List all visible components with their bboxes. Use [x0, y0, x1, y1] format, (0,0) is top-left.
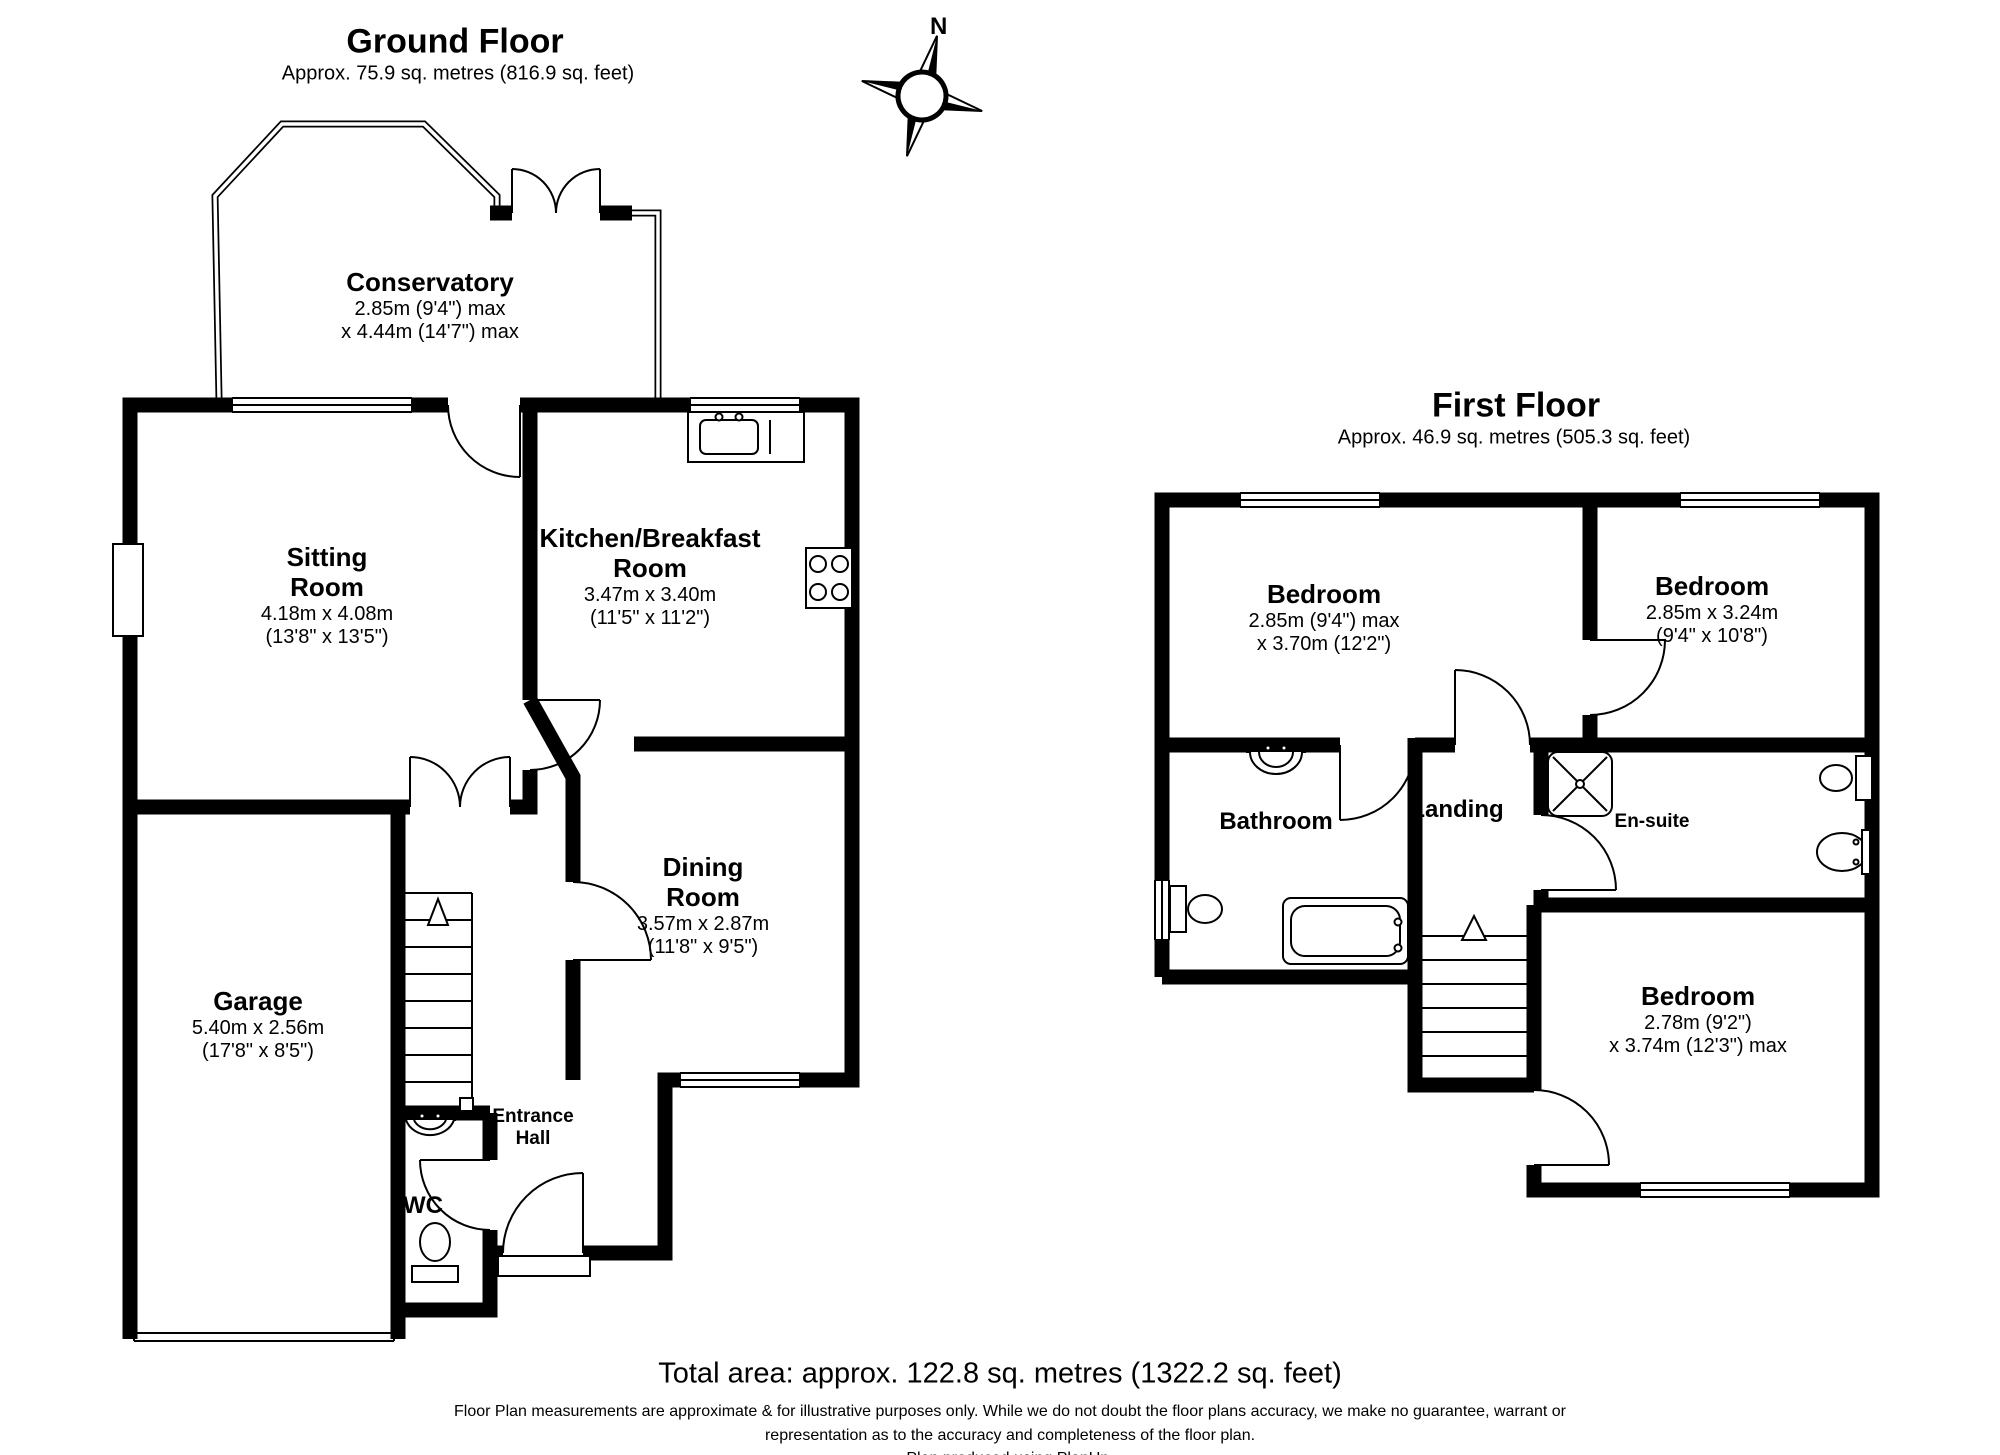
room-label-wc: WC [403, 1192, 443, 1220]
wc-sink-icon [404, 1112, 456, 1137]
room-label-sitting-room: Sitting Room 4.18m x 4.08m (13'8" x 13'5… [260, 542, 394, 648]
compass-rose: N [861, 13, 983, 157]
conservatory-walls [211, 120, 662, 399]
room-label-entrance-hall: Entrance Hall [492, 1106, 574, 1149]
compass-north-label: N [930, 13, 947, 40]
room-label-garage: Garage 5.40m x 2.56m (17'8" x 8'5") [191, 986, 325, 1062]
garage-door [133, 1332, 395, 1342]
first-floor-title: First Floor [1431, 386, 1601, 425]
disclaimer-line-1: Floor Plan measurements are approximate … [454, 1402, 1566, 1420]
ensuite-toilet-icon [1819, 755, 1873, 801]
hob-icon [805, 547, 853, 609]
first-floor-plan [1154, 492, 1880, 1198]
room-label-conservatory: Conservatory 2.85m (9'4") max x 4.44m (1… [341, 267, 519, 343]
stairs-ground-floor [403, 892, 474, 1113]
ground-floor-doors [409, 404, 652, 1254]
total-area-text: Total area: approx. 122.8 sq. metres (13… [658, 1357, 1342, 1390]
stairs-first-floor [1419, 912, 1529, 1083]
room-label-bedroom-left: Bedroom 2.85m (9'4") max x 3.70m (12'2") [1248, 579, 1400, 655]
ground-floor-plan [112, 120, 860, 1342]
first-floor-windows [1154, 492, 1821, 1198]
room-label-kitchen: Kitchen/Breakfast Room 3.47m x 3.40m (11… [539, 523, 761, 629]
disclaimer-line-3: Plan produced using PlanUp. [906, 1450, 1113, 1455]
chimney-breast [112, 543, 144, 637]
ground-floor-walls [122, 397, 860, 1339]
wc-toilet-icon [411, 1222, 459, 1283]
room-label-ensuite: En-suite [1614, 811, 1690, 833]
bath-icon [1282, 897, 1409, 965]
ground-floor-subtitle: Approx. 75.9 sq. metres (816.9 sq. feet) [281, 62, 635, 85]
first-floor-walls [1154, 492, 1880, 1198]
bathroom-toilet-icon [1169, 885, 1223, 933]
room-label-bedroom-right: Bedroom 2.85m x 3.24m (9'4" x 10'8") [1645, 571, 1779, 647]
room-label-landing: Landing [1410, 796, 1504, 824]
first-floor-subtitle: Approx. 46.9 sq. metres (505.3 sq. feet) [1337, 426, 1691, 449]
room-label-bathroom: Bathroom [1219, 808, 1333, 836]
bathroom-sink-icon [1246, 744, 1306, 775]
shower-icon [1547, 751, 1613, 817]
kitchen-sink-icon [687, 411, 805, 463]
disclaimer-line-2: representation as to the accuracy and co… [764, 1426, 1256, 1444]
room-label-dining-room: Dining Room 3.57m x 2.87m (11'8" x 9'5") [636, 852, 770, 958]
front-step [497, 1255, 591, 1277]
room-label-bedroom-bottom: Bedroom 2.78m (9'2") x 3.74m (12'3") max [1609, 981, 1787, 1057]
ensuite-sink-icon [1816, 829, 1871, 875]
ground-floor-title: Ground Floor [346, 22, 564, 61]
